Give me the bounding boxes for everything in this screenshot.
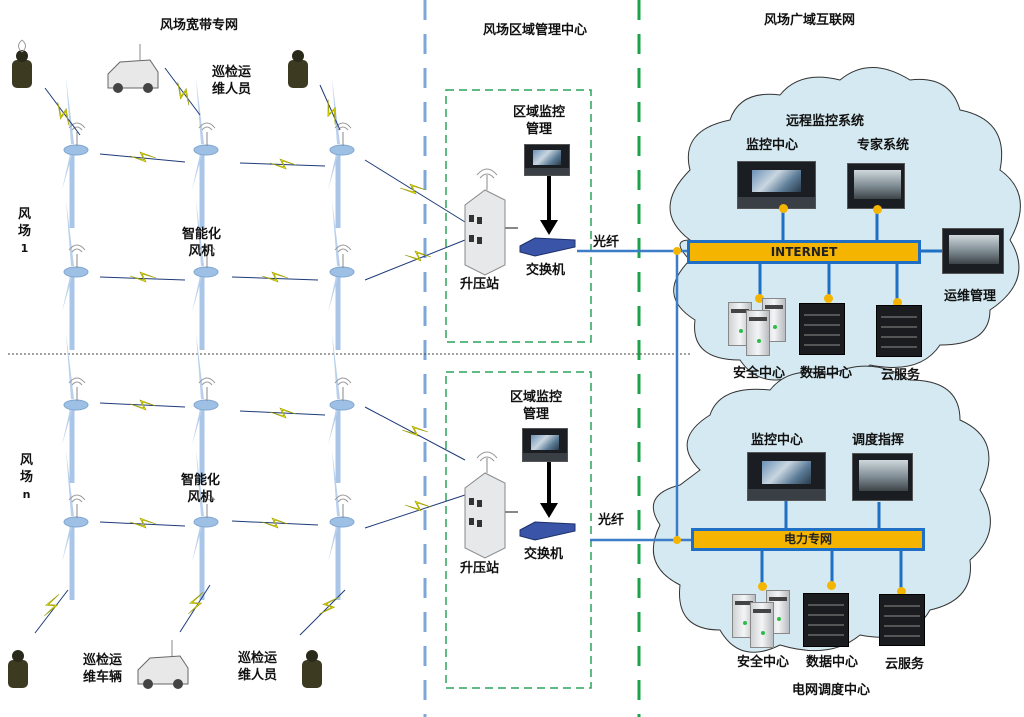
cloud1-expert-system-screen <box>847 163 905 209</box>
region1-substation-label: 升压站 <box>460 277 500 292</box>
region1-monitor-label: 区域监控 管理 <box>513 105 566 137</box>
farm1-turbine-label: 智能化 风机 <box>182 227 222 259</box>
farmN-label: 风 场 n <box>20 453 34 501</box>
cloud1-cloud-service-label: 云服务 <box>881 368 921 383</box>
cloud1-security-label: 安全中心 <box>733 366 786 381</box>
cloud2-monitor-center-label: 监控中心 <box>751 433 804 448</box>
cloud1-security-servers <box>728 298 788 356</box>
patrol-staff-icon-1 <box>12 39 32 88</box>
cloud2-dispatch-label: 调度指挥 <box>852 433 905 448</box>
region2-monitor-screen <box>522 428 568 462</box>
substation-icon-1 <box>464 168 518 276</box>
cloud2-security-label: 安全中心 <box>737 655 790 670</box>
section-title-broadband: 风场宽带专网 <box>160 18 239 33</box>
cloud1-monitor-center-label: 监控中心 <box>746 138 799 153</box>
region2-fiber-label: 光纤 <box>598 513 625 528</box>
cloud2-cloud-service-rack <box>879 594 925 646</box>
lightning-bolts <box>40 79 432 620</box>
region-box-2 <box>445 371 592 689</box>
cloud-grid-dispatch <box>652 365 991 653</box>
cloud2-dispatch-screen <box>852 453 913 501</box>
cloud1-data-center-rack <box>799 303 845 355</box>
switch-icon-2 <box>519 521 576 541</box>
region-box-1 <box>445 89 592 343</box>
substation-icon-2 <box>464 451 518 559</box>
region2-substation-label: 升压站 <box>460 561 500 576</box>
region1-monitor-screen <box>524 144 570 176</box>
power-private-network-bus: 电力专网 <box>691 528 925 551</box>
region1-fiber-label: 光纤 <box>593 235 620 250</box>
region1-switch-label: 交换机 <box>526 263 566 278</box>
connector-dot <box>873 205 882 214</box>
cloud2-cloud-service-label: 云服务 <box>885 657 925 672</box>
connector-dot <box>779 204 788 213</box>
cloud2-monitor-center-screen <box>747 452 826 501</box>
section-title-regional: 风场区域管理中心 <box>483 23 588 38</box>
farm1-patrol-staff-label: 巡检运 维人员 <box>212 65 252 97</box>
region2-switch-label: 交换机 <box>524 547 564 562</box>
cloud1-ops-mgmt-label: 运维管理 <box>944 289 997 304</box>
cloud1-data-center-label: 数据中心 <box>800 366 853 381</box>
connector-dot <box>824 294 833 303</box>
patrol-vehicle-icon-2 <box>137 640 189 689</box>
cloud1-title: 远程监控系统 <box>786 114 865 129</box>
cloud1-monitor-center-screen <box>737 161 816 209</box>
switch-icon-1 <box>519 237 576 257</box>
connector-dot <box>755 294 764 303</box>
cloud2-data-center-label: 数据中心 <box>806 655 859 670</box>
farmN-turbine-label: 智能化 风机 <box>181 473 221 505</box>
cloud1-expert-system-label: 专家系统 <box>857 138 910 153</box>
farmN-patrol-vehicle-label: 巡检运 维车辆 <box>83 653 123 685</box>
patrol-vehicle-icon-1 <box>107 44 159 93</box>
internet-bus: INTERNET <box>687 240 921 264</box>
cloud2-security-servers <box>732 590 792 648</box>
connector-dot <box>893 298 902 307</box>
cloud2-data-center-rack <box>803 593 849 647</box>
cloud2-title: 电网调度中心 <box>792 683 871 698</box>
region2-monitor-label: 区域监控 管理 <box>510 390 563 422</box>
farm1-label: 风 场 1 <box>18 207 32 255</box>
connector-dot <box>758 582 767 591</box>
connector-dot <box>897 587 906 596</box>
section-title-wide-area: 风场广域互联网 <box>764 13 856 28</box>
patrol-staff-icon-4 <box>302 650 322 688</box>
cloud1-ops-mgmt-screen <box>942 228 1004 274</box>
farmN-patrol-staff-label: 巡检运 维人员 <box>238 651 278 683</box>
cloud1-cloud-service-rack <box>876 305 922 357</box>
connector-dot <box>827 581 836 590</box>
patrol-staff-icon-3 <box>8 650 28 688</box>
patrol-staff-icon-2 <box>288 50 308 88</box>
